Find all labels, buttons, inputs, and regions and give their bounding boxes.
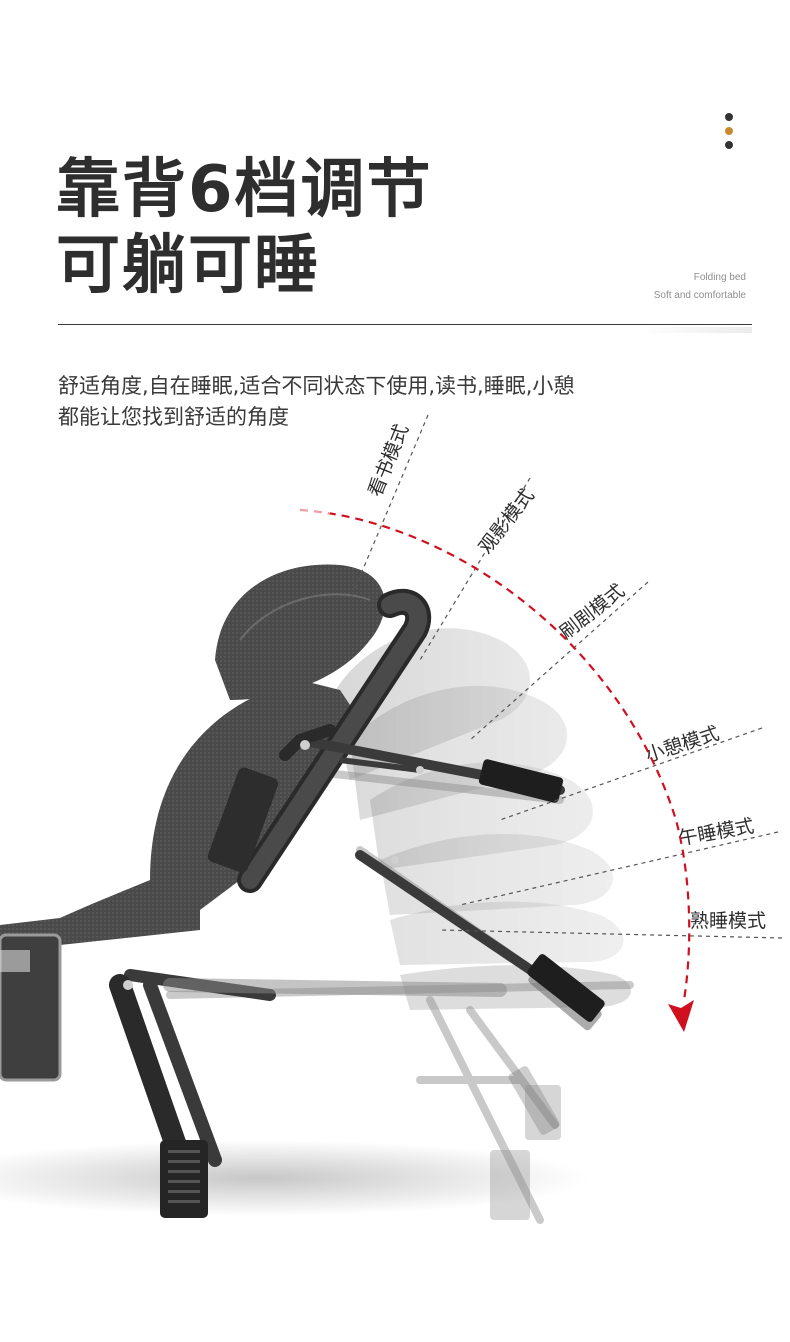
armrest-pad-upper	[207, 767, 279, 873]
divider	[58, 324, 752, 325]
mode-label-drama: 刷剧模式	[556, 580, 629, 644]
mode-label-movie: 观影模式	[475, 485, 539, 558]
recline-arc	[299, 508, 694, 1032]
mode-label-sleep: 熟睡模式	[690, 910, 766, 932]
mode-label-reading: 看书模式	[364, 421, 413, 500]
tagline-line-1: Folding bed	[693, 272, 746, 283]
arrow-down-icon	[668, 1000, 694, 1032]
armrest-pad	[478, 759, 564, 803]
main-chair	[0, 564, 605, 1218]
headline-line-2: 可躺可睡	[56, 229, 320, 303]
description-line-1: 舒适角度,自在睡眠,适合不同状态下使用,读书,睡眠,小憩	[58, 374, 575, 398]
dot-dark-1	[725, 113, 733, 121]
description-line-2: 都能让您找到舒适的角度	[58, 405, 289, 429]
armrest-pad-lower	[527, 954, 605, 1022]
leg-foot-pad	[160, 1140, 208, 1218]
ghost-leg-pads	[490, 1085, 561, 1220]
dot-brand	[725, 127, 733, 135]
mode-label-nap: 午睡模式	[677, 815, 756, 850]
floor-shadow	[0, 1140, 590, 1216]
mode-label-rest: 小憩模式	[643, 722, 722, 766]
headrest-pillow	[215, 564, 385, 700]
divider-shadow	[640, 327, 752, 333]
dot-indicator-icon	[725, 113, 735, 155]
tagline-line-2: Soft and comfortable	[653, 290, 746, 301]
headline-line-1: 靠背6档调节	[56, 153, 433, 227]
dot-dark-2	[725, 141, 733, 149]
seat-cushion	[0, 860, 200, 950]
